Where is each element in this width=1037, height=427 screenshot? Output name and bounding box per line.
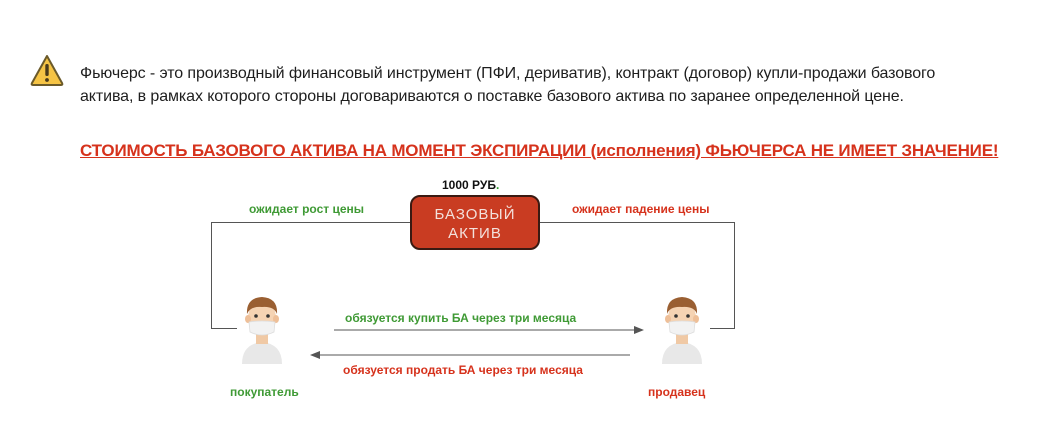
- asset-line-1: БАЗОВЫЙ: [434, 206, 516, 223]
- left-connector-vertical: [211, 222, 212, 329]
- right-connector-bottom: [710, 328, 735, 329]
- price-label: 1000 РУБ.: [442, 178, 500, 192]
- buyer-avatar-icon: [242, 297, 282, 364]
- intro-paragraph: Фьючерс - это производный финансовый инс…: [80, 65, 936, 105]
- right-connector-top: [540, 222, 735, 223]
- right-connector-vertical: [734, 222, 735, 329]
- warning-icon: [30, 55, 64, 86]
- buyer-label: покупатель: [230, 385, 299, 399]
- buyer-commitment: обязуется купить БА через три месяца: [345, 311, 577, 325]
- seller-commitment: обязуется продать БА через три месяца: [343, 363, 583, 377]
- arrow-left-head: [310, 351, 320, 359]
- left-connector-top: [211, 222, 410, 223]
- buyer-expectation: ожидает рост цены: [249, 202, 365, 216]
- base-asset-box: БАЗОВЫЙ АКТИВ: [410, 195, 540, 250]
- arrow-right-head: [634, 326, 644, 334]
- seller-expectation: ожидает падение цены: [572, 202, 710, 216]
- asset-line-2: АКТИВ: [448, 225, 502, 242]
- seller-avatar-icon: [662, 297, 702, 364]
- left-connector-bottom: [211, 328, 237, 329]
- exchange-arrows: [310, 326, 644, 359]
- headline-warning: СТОИМОСТЬ БАЗОВОГО АКТИВА НА МОМЕНТ ЭКСП…: [80, 141, 999, 160]
- seller-label: продавец: [648, 385, 706, 399]
